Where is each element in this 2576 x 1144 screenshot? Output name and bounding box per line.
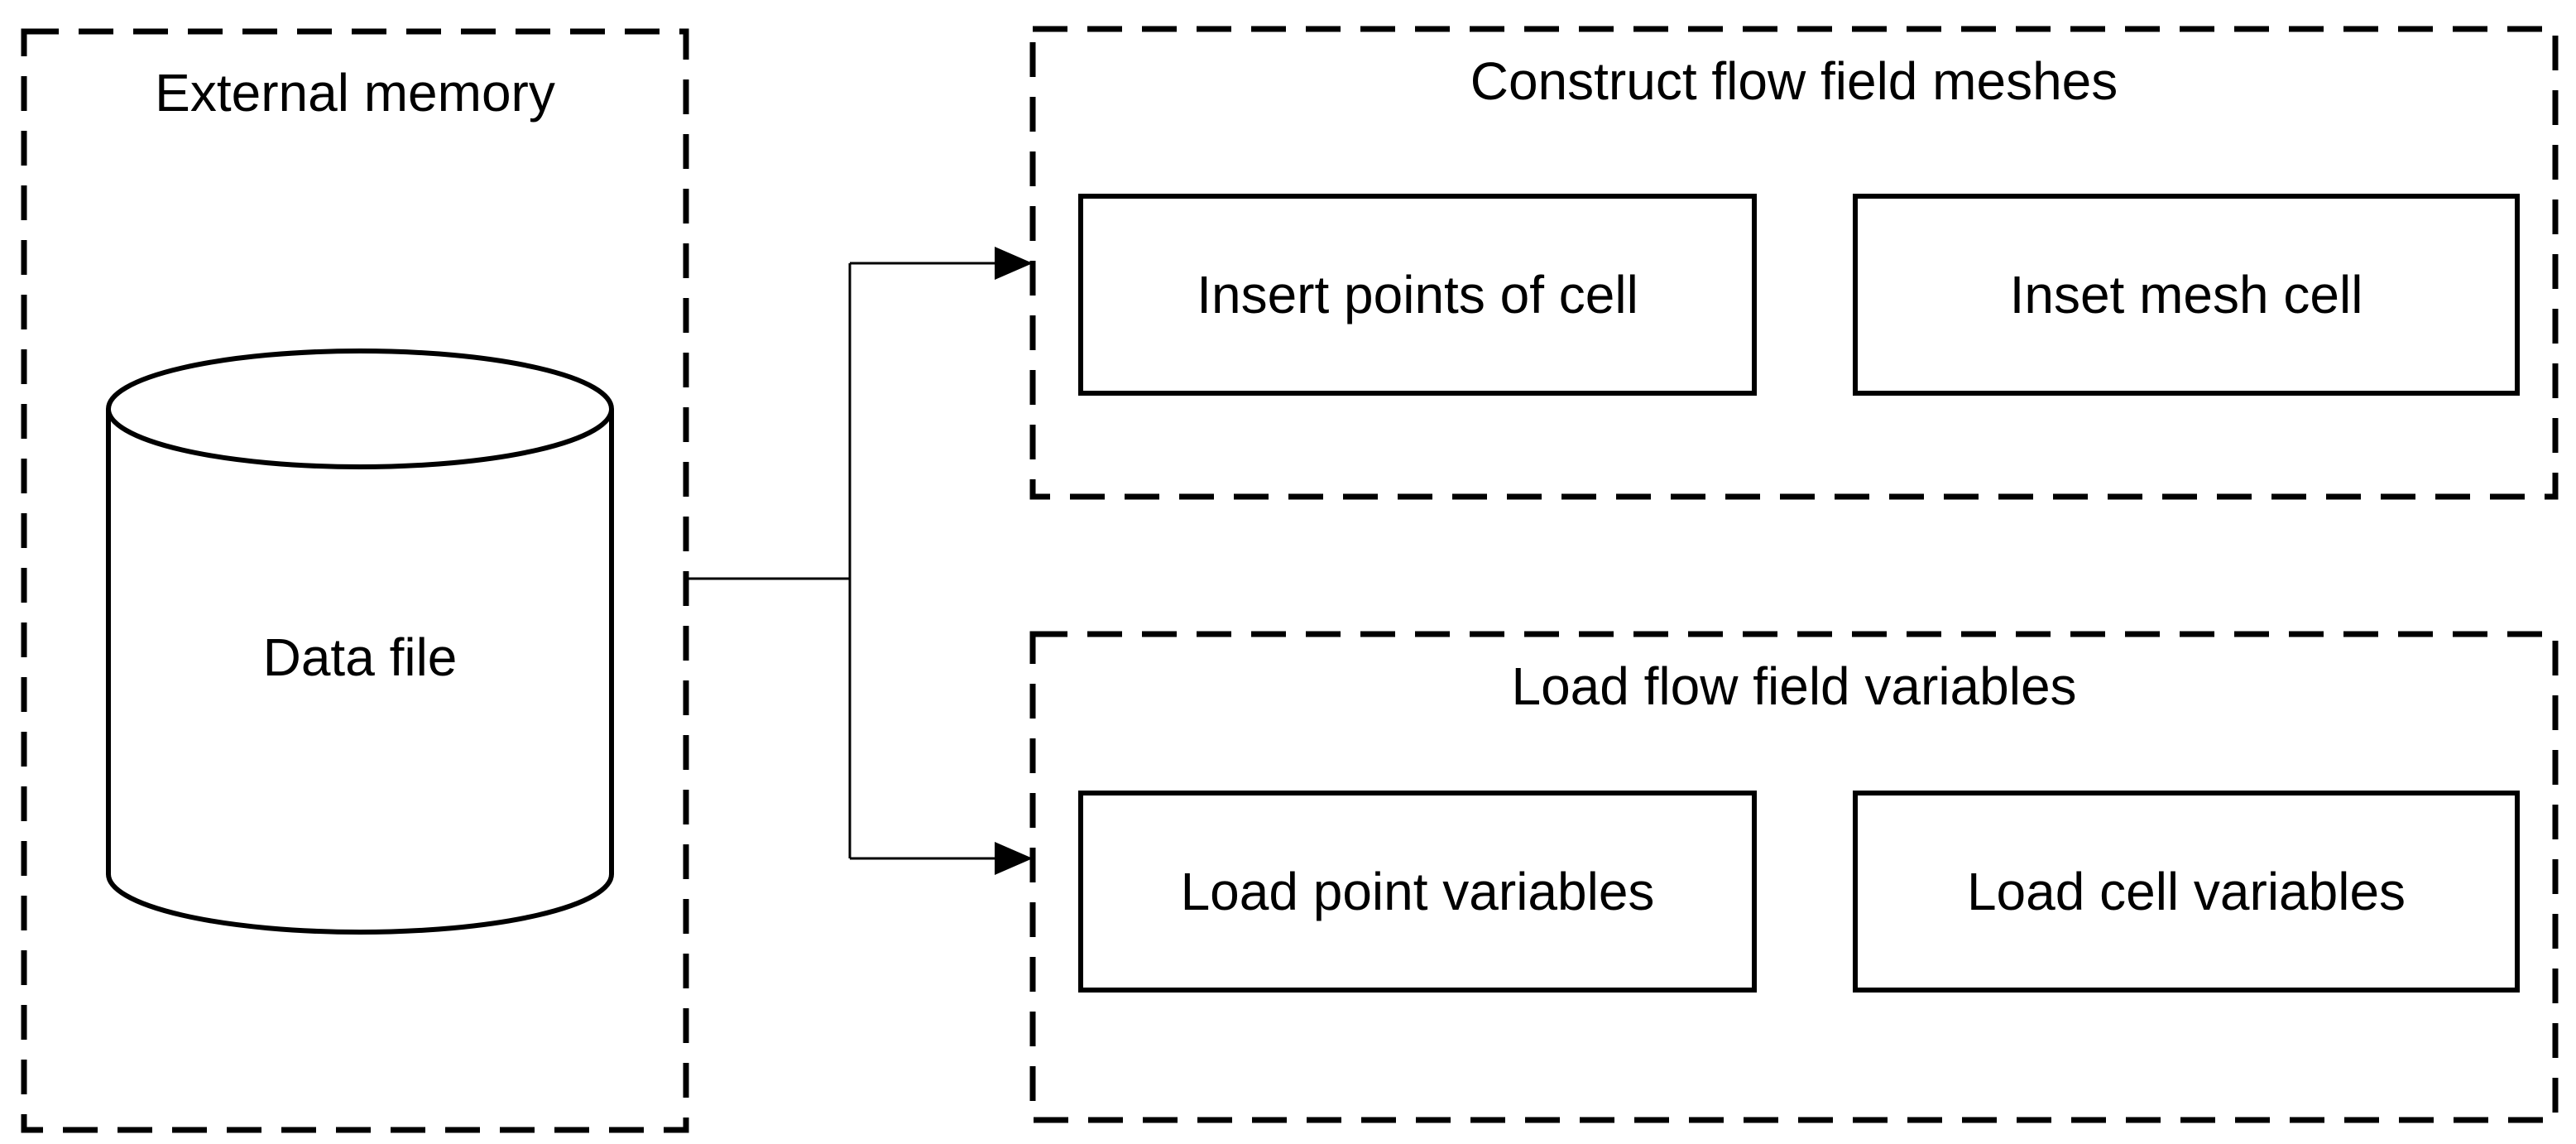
load-variables-box — [1029, 631, 2559, 1123]
inset-mesh-label: Inset mesh cell — [2009, 265, 2363, 324]
load-variables-title: Load flow field variables — [1511, 656, 2077, 716]
construct-meshes-box — [1029, 26, 2559, 500]
data-file-cylinder — [106, 348, 614, 935]
arrowhead-top-icon — [995, 247, 1033, 280]
arrowhead-bottom-icon — [995, 842, 1033, 875]
load-point-box — [1078, 791, 1757, 993]
load-point-label: Load point variables — [1180, 862, 1655, 921]
external-memory-title: External memory — [155, 63, 555, 123]
cylinder-top — [106, 348, 614, 469]
data-file-label: Data file — [262, 627, 458, 687]
load-cell-box — [1853, 791, 2520, 993]
connector — [686, 247, 1033, 875]
insert-points-label: Insert points of cell — [1197, 265, 1638, 324]
insert-points-box — [1078, 194, 1757, 396]
cylinder-body — [106, 409, 614, 935]
inset-mesh-box — [1853, 194, 2520, 396]
load-cell-label: Load cell variables — [1966, 862, 2406, 921]
construct-meshes-title: Construct flow field meshes — [1470, 51, 2118, 111]
external-memory-box — [21, 28, 689, 1133]
